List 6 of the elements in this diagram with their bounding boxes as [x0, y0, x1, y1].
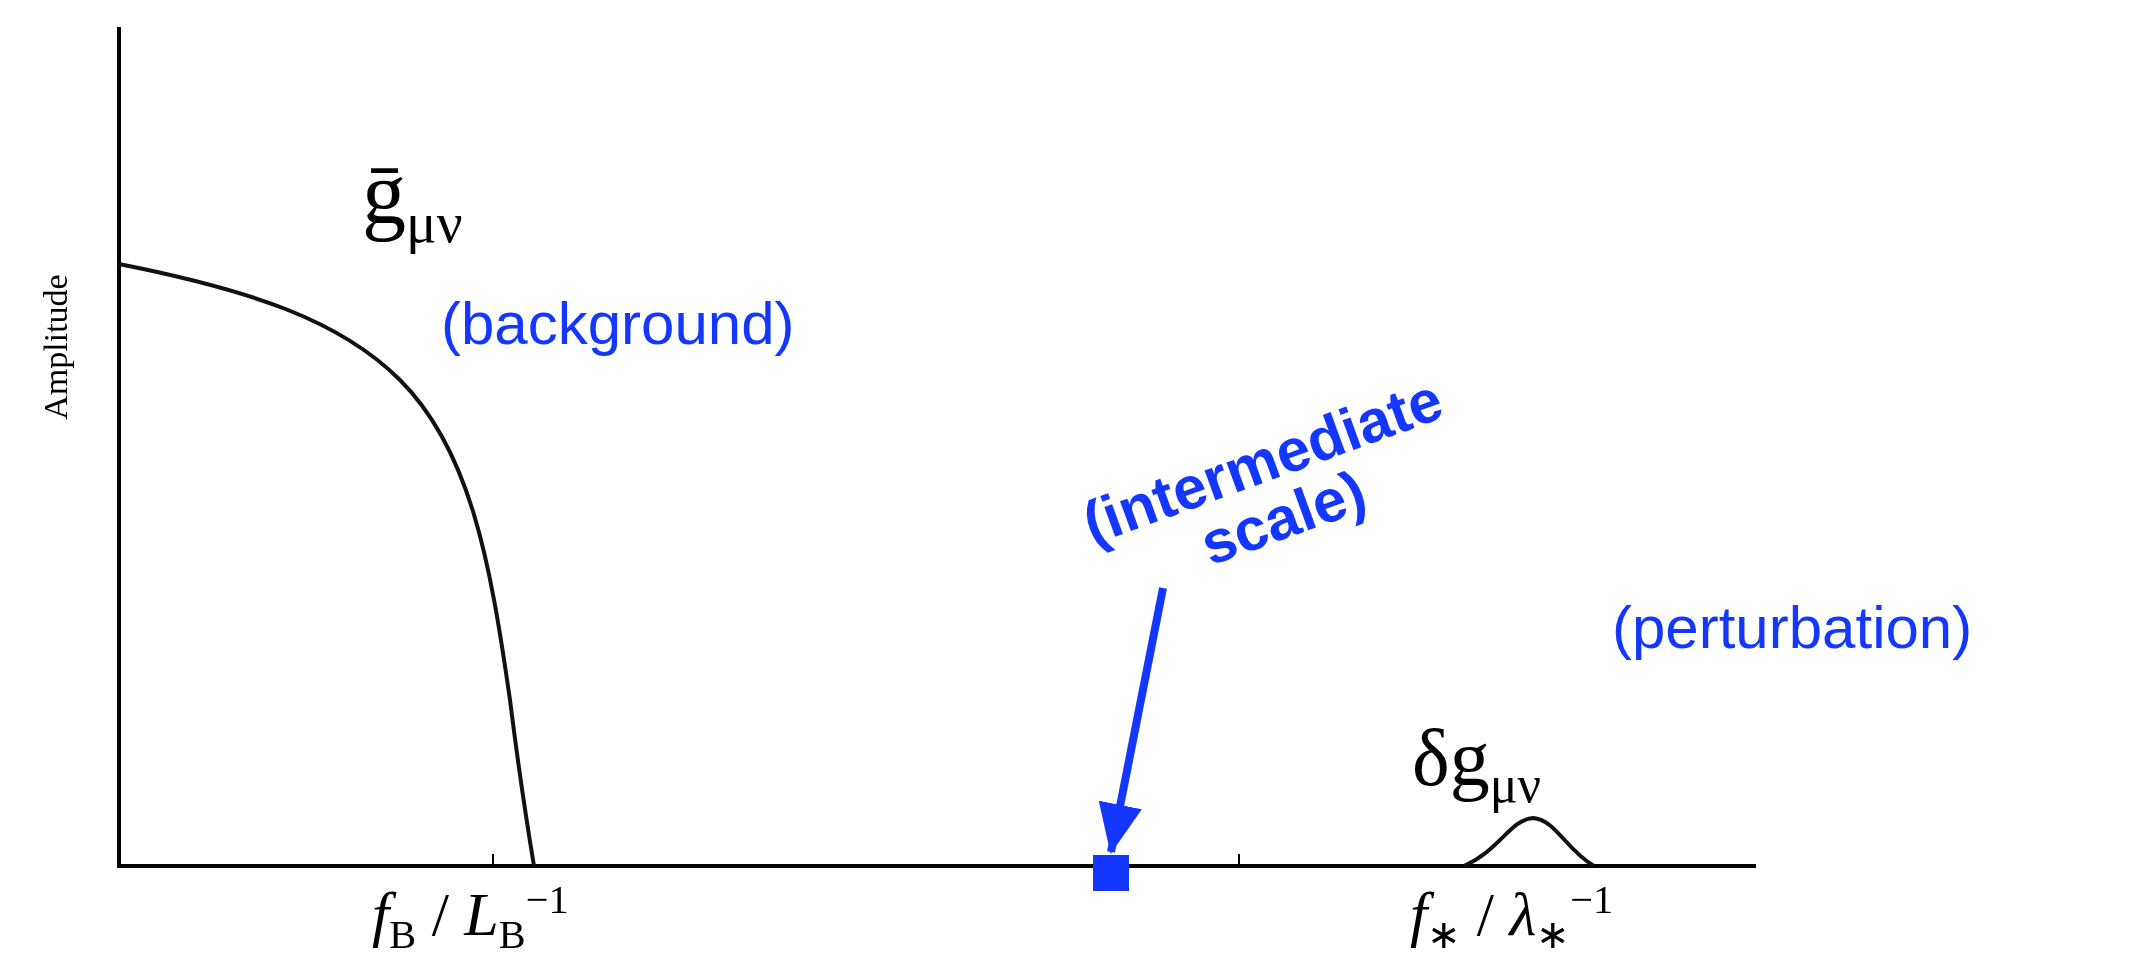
- scale-marker-square: [1093, 855, 1129, 891]
- arrow: [1098, 587, 1167, 854]
- perturbation-symbol: δg$_{μν}$: [1412, 718, 1542, 811]
- perturbation-label: (perturbation): [1612, 598, 1973, 658]
- axis-label: Amplitude: [39, 274, 73, 420]
- background-label: (background): [441, 294, 795, 354]
